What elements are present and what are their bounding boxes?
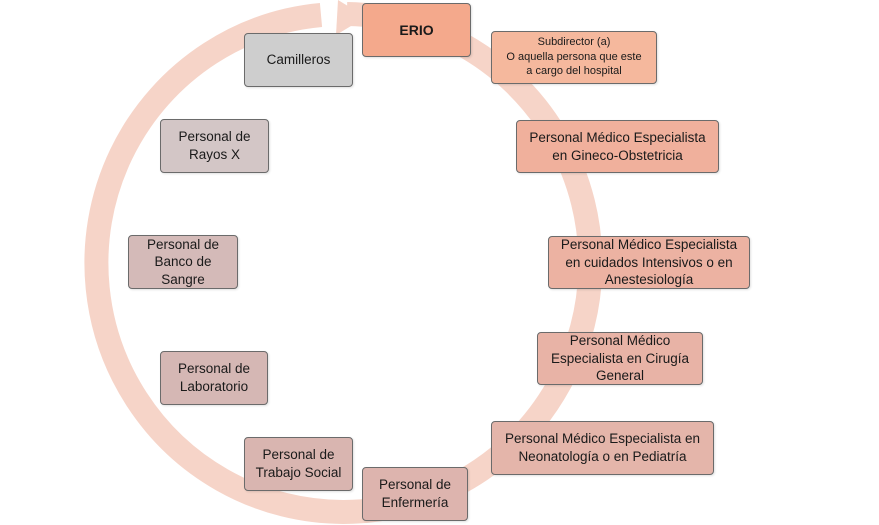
node-neonatologia-line2: Neonatología o en Pediatría bbox=[518, 449, 687, 464]
node-rayos-x: Personal de Rayos X bbox=[160, 119, 269, 173]
node-subdirector-line1: Subdirector (a) bbox=[537, 35, 611, 48]
node-camilleros-label: Camilleros bbox=[266, 52, 331, 68]
node-gineco-line1: Personal Médico Especialista bbox=[529, 129, 706, 145]
node-rayos-x-line2: Rayos X bbox=[188, 147, 241, 162]
node-cirugia-line2: Especialista en Cirugía bbox=[550, 350, 690, 366]
node-erio-label: ERIO bbox=[399, 21, 434, 38]
node-neonatologia-line1: Personal Médico Especialista en bbox=[504, 431, 701, 447]
node-enfermeria: Personal de Enfermería bbox=[362, 467, 468, 521]
node-enfermeria-line1: Personal de bbox=[378, 477, 452, 493]
node-cirugia-line1: Personal Médico bbox=[569, 333, 671, 349]
node-laboratorio: Personal de Laboratorio bbox=[160, 351, 268, 405]
node-banco-sangre-line2: Banco de bbox=[154, 254, 212, 270]
node-trabajo-social-line2: Trabajo Social bbox=[255, 465, 342, 480]
node-rayos-x-line1: Personal de bbox=[178, 129, 251, 145]
node-intensivos-line3: Anestesiología bbox=[604, 272, 694, 288]
node-intensivos-line2: en cuidados Intensivos o en bbox=[565, 254, 733, 270]
node-trabajo-social-line1: Personal de bbox=[262, 447, 335, 463]
node-gineco-line2: en Gineco-Obstetricia bbox=[552, 147, 683, 163]
node-camilleros: Camilleros bbox=[244, 33, 353, 87]
node-intensivos-line1: Personal Médico Especialista bbox=[560, 237, 738, 253]
node-subdirector-line2: O aquella persona que este bbox=[506, 50, 642, 63]
node-banco-sangre-line1: Personal de bbox=[146, 236, 220, 252]
node-subdirector-line3: a cargo del hospital bbox=[526, 65, 622, 78]
node-trabajo-social: Personal de Trabajo Social bbox=[244, 437, 353, 491]
node-subdirector: Subdirector (a) O aquella persona que es… bbox=[491, 31, 657, 84]
node-cirugia-line3: General bbox=[595, 368, 645, 384]
node-neonatologia: Personal Médico Especialista en Neonatol… bbox=[491, 421, 714, 475]
node-banco-de-sangre: Personal de Banco de Sangre bbox=[128, 235, 238, 289]
node-banco-sangre-line3: Sangre bbox=[161, 271, 205, 287]
node-laboratorio-line1: Personal de bbox=[177, 361, 251, 377]
node-enfermeria-line2: Enfermería bbox=[381, 495, 449, 510]
node-cuidados-intensivos: Personal Médico Especialista en cuidados… bbox=[548, 236, 750, 289]
node-cirugia-general: Personal Médico Especialista en Cirugía … bbox=[537, 332, 703, 385]
cycle-arrow-head bbox=[336, 0, 366, 35]
node-laboratorio-line2: Laboratorio bbox=[179, 379, 249, 394]
node-erio: ERIO bbox=[362, 3, 471, 57]
node-gineco-obstetricia: Personal Médico Especialista en Gineco-O… bbox=[516, 120, 719, 173]
